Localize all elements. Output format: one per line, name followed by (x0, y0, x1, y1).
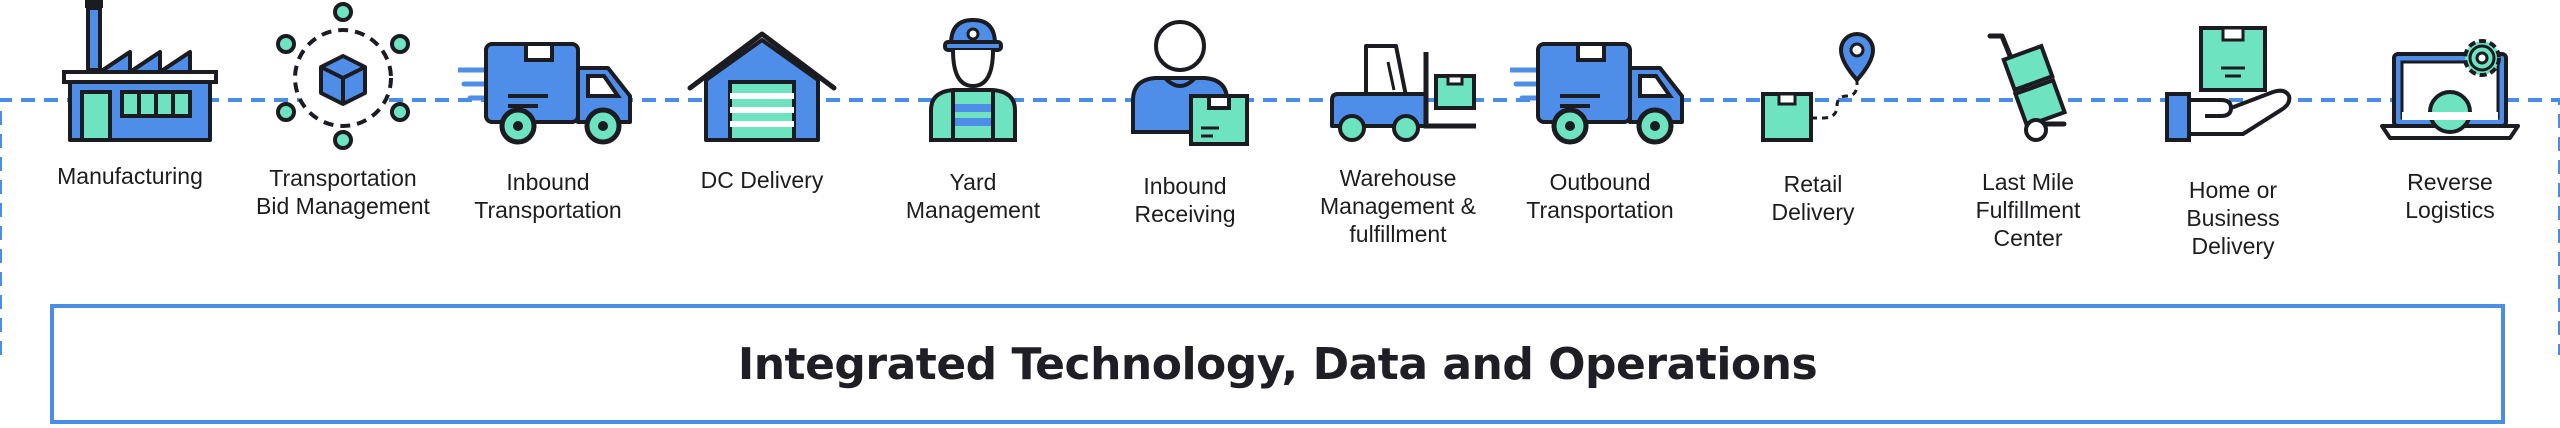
step-dc-delivery: DC Delivery (647, 0, 877, 270)
step-label: Inbound Receiving (1134, 173, 1236, 227)
step-label: Outbound Transportation (1526, 169, 1674, 223)
step-yard-management: Yard Management (858, 0, 1088, 270)
person-with-box-icon (1131, 20, 1249, 146)
step-label: Warehouse Management & fulfillment (1320, 165, 1476, 247)
box-route-pin-icon (1761, 32, 1876, 142)
step-inbound-receiving: Inbound Receiving (1070, 0, 1300, 270)
delivery-truck-icon (458, 42, 632, 145)
step-label: Reverse Logistics (2405, 169, 2495, 223)
step-label: Inbound Transportation (474, 169, 622, 223)
worker-icon (929, 17, 1017, 142)
step-label: Manufacturing (57, 163, 203, 189)
step-transportation-bid-management: Transportation Bid Management (228, 0, 458, 270)
step-warehouse-management: Warehouse Management & fulfillment (1283, 0, 1513, 270)
hand-holding-box-icon (2165, 26, 2292, 142)
step-outbound-transportation: Outbound Transportation (1485, 0, 1715, 270)
laptop-gears-icon (2380, 39, 2520, 140)
step-manufacturing: Manufacturing (15, 0, 245, 270)
step-label: Home or Business Delivery (2186, 177, 2280, 259)
warehouse-icon (687, 31, 837, 142)
step-label: DC Delivery (700, 167, 824, 193)
step-label: Last Mile Fulfillment Center (1975, 169, 2081, 251)
step-label: Transportation Bid Management (256, 165, 430, 219)
step-label: Yard Management (905, 169, 1041, 223)
step-reverse-logistics: Reverse Logistics (2335, 0, 2560, 270)
network-box-icon (276, 2, 410, 150)
forklift-icon (1330, 44, 1476, 142)
step-home-business-delivery: Home or Business Delivery (2118, 0, 2348, 270)
hand-truck-icon (1987, 33, 2068, 142)
integration-banner: Integrated Technology, Data and Operatio… (50, 304, 2505, 424)
step-last-mile-fulfillment: Last Mile Fulfillment Center (1913, 0, 2143, 270)
delivery-truck-icon (1510, 42, 1684, 145)
step-label: Retail Delivery (1771, 171, 1855, 225)
factory-icon (62, 0, 218, 142)
step-retail-delivery: Retail Delivery (1698, 0, 1928, 270)
banner-title: Integrated Technology, Data and Operatio… (737, 338, 1818, 390)
step-inbound-transportation: Inbound Transportation (433, 0, 663, 270)
